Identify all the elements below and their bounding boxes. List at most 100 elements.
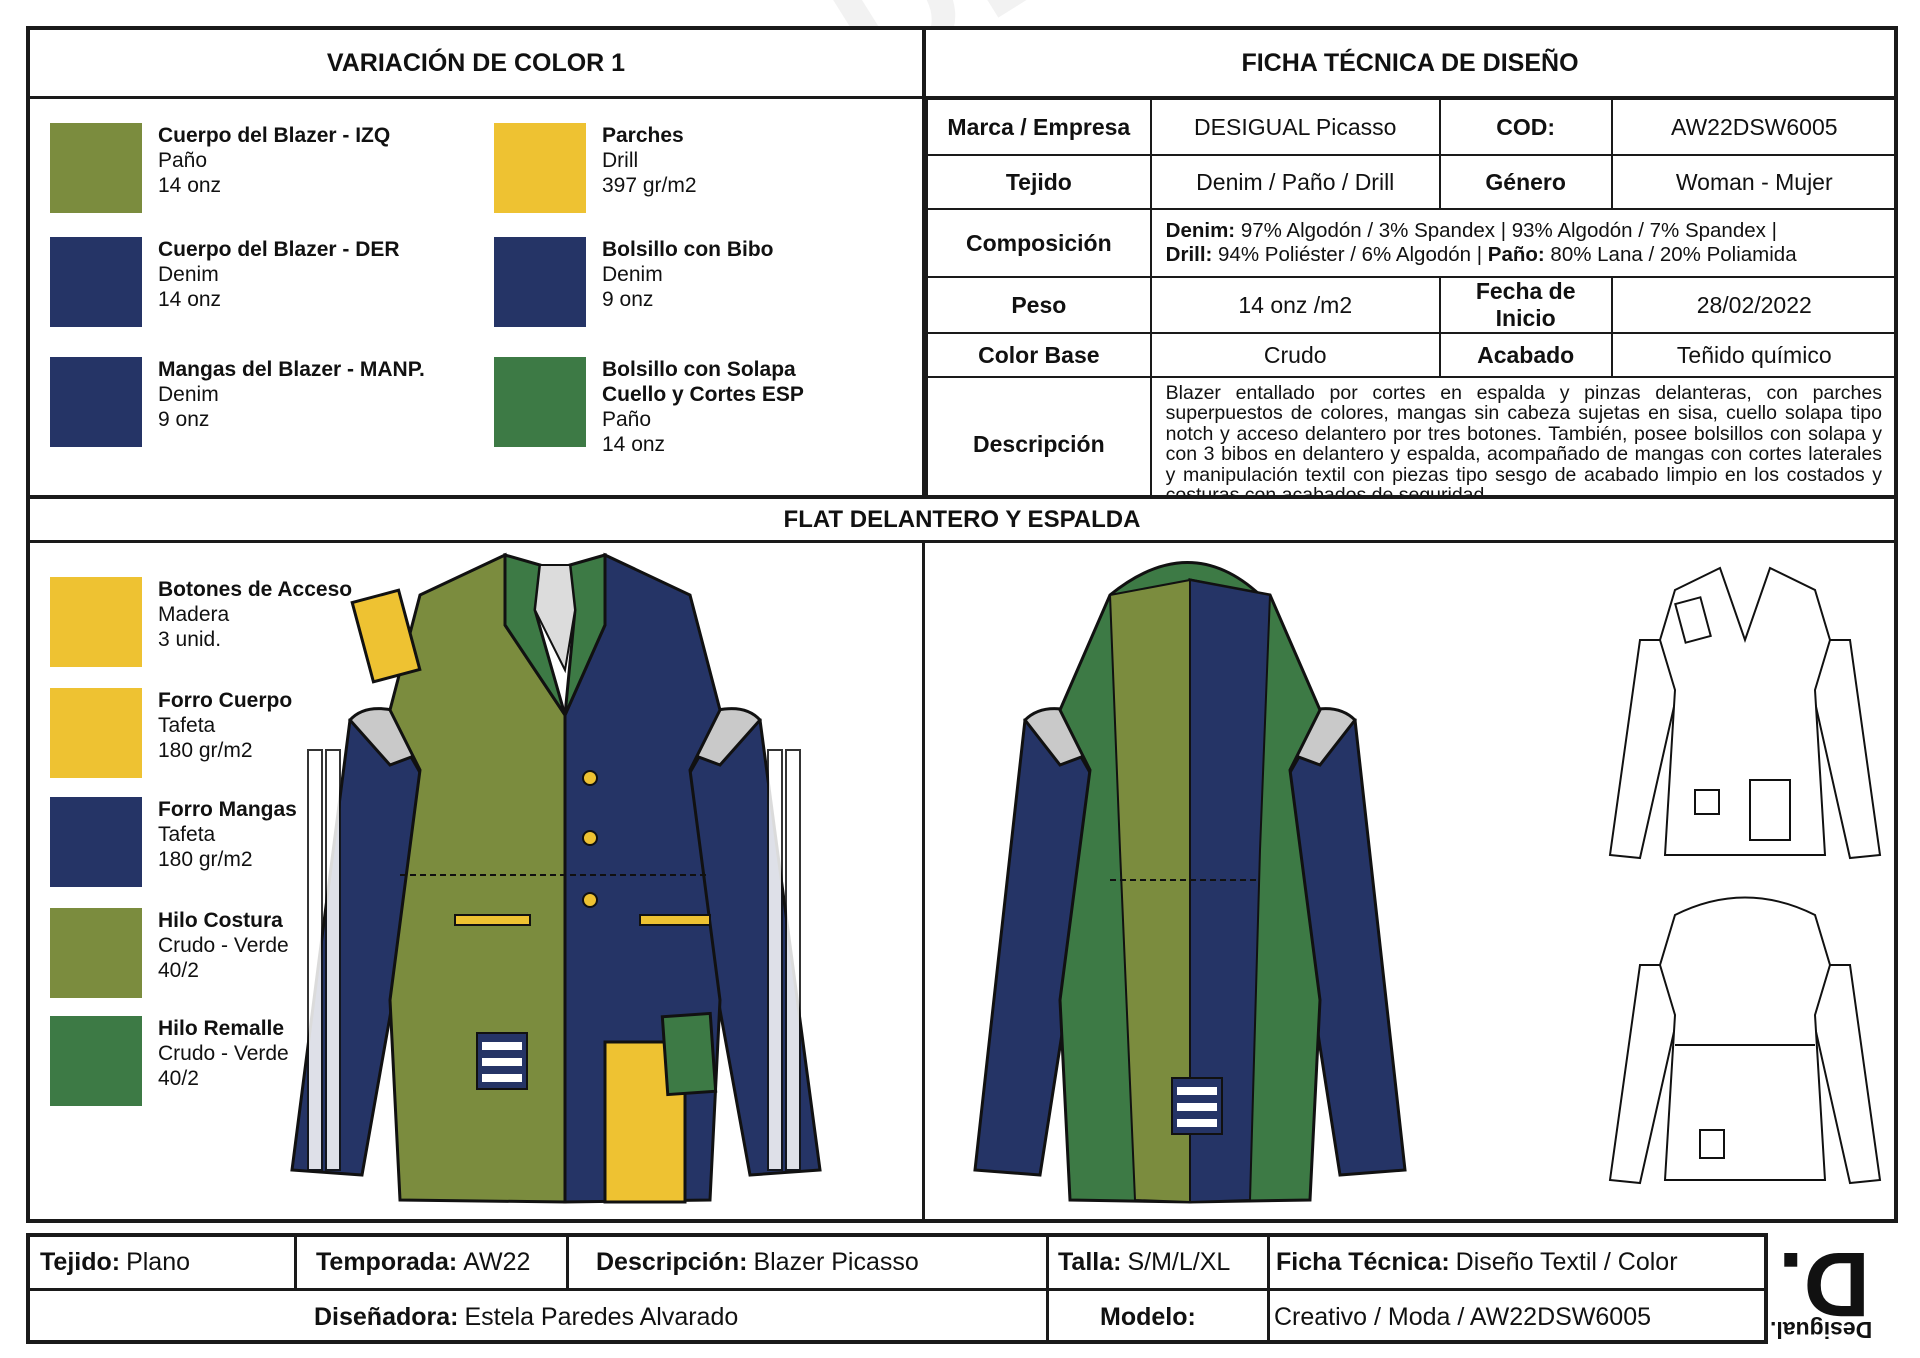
- swatch-name: Forro Mangas: [158, 798, 297, 821]
- patch-green: [660, 1011, 718, 1097]
- flats-title: FLAT DELANTERO Y ESPALDA: [783, 505, 1141, 533]
- color-swatch: [50, 688, 142, 778]
- footer-size-label: Talla:: [1058, 1248, 1122, 1276]
- footer-designer-value: Estela Paredes Alvarado: [464, 1302, 739, 1331]
- brand-label: Marca / Empresa: [926, 98, 1152, 156]
- sleeve-grid-left: [307, 749, 341, 1171]
- collar-right: [563, 553, 607, 716]
- swatch-line2: 14 onz: [602, 433, 666, 456]
- color-swatch: [50, 577, 142, 667]
- flap-pocket-left: [454, 914, 531, 926]
- fabric-label: Tejido: [926, 154, 1152, 210]
- footer-designer: Diseñadora:Estela Paredes Alvarado: [314, 1291, 738, 1343]
- footer-fabric: Tejido:Plano: [40, 1237, 190, 1288]
- divider: [1046, 1233, 1049, 1344]
- sleeve-grid-right: [767, 749, 801, 1171]
- swatch-line2: 180 gr/m2: [158, 848, 253, 871]
- swatch-name: Cuerpo del Blazer - IZQ: [158, 124, 391, 147]
- swatch-line2: 9 onz: [602, 288, 654, 311]
- footer-sheet-label: Ficha Técnica:: [1276, 1248, 1450, 1276]
- swatch-line1: Madera: [158, 603, 230, 626]
- swatch-line1: Paño: [602, 408, 652, 431]
- back-flat-line: [1608, 896, 1882, 1185]
- patch-shoulder: [350, 588, 422, 684]
- color-swatch: [50, 123, 142, 213]
- gender-value: Woman - Mujer: [1610, 154, 1899, 210]
- divider: [922, 540, 925, 1223]
- color-swatch: [50, 797, 142, 887]
- swatch-name: Mangas del Blazer - MANP.: [158, 358, 425, 381]
- color-swatch: [50, 1016, 142, 1106]
- color-swatch: [50, 908, 142, 998]
- lining: [533, 564, 577, 674]
- start-date-value: 28/02/2022: [1610, 276, 1899, 334]
- swatch-line2: 180 gr/m2: [158, 739, 253, 762]
- color-swatch: [494, 237, 586, 327]
- cod-label: COD:: [1438, 98, 1613, 156]
- swatch-line2: 14 onz: [158, 174, 222, 197]
- back-bibo-pocket: [1171, 1077, 1223, 1135]
- composition-label: Composición: [926, 208, 1152, 278]
- swatch-line2: 14 onz: [158, 288, 222, 311]
- swatch-line2: 40/2: [158, 1067, 199, 1090]
- divider: [922, 96, 1898, 99]
- footer-sheet-value: Diseño Textil / Color: [1455, 1248, 1678, 1276]
- divider: [566, 1233, 569, 1290]
- footer-fabric-label: Tejido:: [40, 1248, 121, 1276]
- gender-label: Género: [1438, 154, 1613, 210]
- swatch-name: Hilo Costura: [158, 909, 283, 932]
- color-variation-title: VARIACIÓN DE COLOR 1: [326, 48, 626, 77]
- divider: [1267, 1233, 1270, 1344]
- start-date-label: Fecha de Inicio: [1438, 276, 1613, 334]
- base-color-value: Crudo: [1149, 332, 1441, 378]
- button: [582, 892, 598, 908]
- comp-denim: 97% Algodón / 3% Spandex | 93% Algodón /…: [1235, 219, 1777, 242]
- footer-size-value: S/M/L/XL: [1127, 1248, 1231, 1276]
- desigual-logo-text: Desigual.: [1770, 1317, 1873, 1343]
- color-swatch: [494, 357, 586, 447]
- cod-value: AW22DSW6005: [1610, 98, 1899, 156]
- footer-model-value: Creativo / Moda / AW22DSW6005: [1274, 1302, 1652, 1331]
- swatch-name: Forro Cuerpo: [158, 689, 293, 712]
- fabric-value: Denim / Paño / Drill: [1149, 154, 1441, 210]
- swatch-name: Bolsillo con Solapa: [602, 358, 796, 381]
- comp-denim-label: Denim:: [1165, 219, 1236, 242]
- weight-value: 14 onz /m2: [1149, 276, 1441, 334]
- footer-description: Descripción:Blazer Picasso: [596, 1237, 919, 1288]
- front-flat-colored: [290, 552, 822, 1204]
- finish-value: Teñido químico: [1610, 332, 1899, 378]
- swatch-name: Parches: [602, 124, 684, 147]
- comp-pano: 80% Lana / 20% Poliamida: [1544, 243, 1797, 266]
- swatch-line1: Drill: [602, 149, 639, 172]
- spec-table: Marca / Empresa DESIGUAL Picasso COD: AW…: [926, 98, 1899, 512]
- color-swatch: [494, 123, 586, 213]
- swatch-name: Cuerpo del Blazer - DER: [158, 238, 400, 261]
- collar-left: [503, 553, 567, 716]
- footer-description-value: Blazer Picasso: [753, 1248, 919, 1276]
- swatch-name: Bolsillo con Bibo: [602, 238, 774, 261]
- comp-drill: 94% Poliéster / 6% Algodón |: [1212, 243, 1488, 266]
- footer-description-label: Descripción:: [596, 1248, 748, 1276]
- footer-model-label: Modelo:: [1100, 1302, 1196, 1331]
- swatch-line1: Crudo - Verde: [158, 1042, 289, 1065]
- footer-size: Talla:S/M/L/XL: [1058, 1237, 1230, 1288]
- swatch-line1: Paño: [158, 149, 208, 172]
- finish-label: Acabado: [1438, 332, 1613, 378]
- button: [582, 830, 598, 846]
- weight-label: Peso: [926, 276, 1152, 334]
- swatch-name2: Cuello y Cortes ESP: [602, 383, 804, 406]
- divider: [26, 540, 1898, 543]
